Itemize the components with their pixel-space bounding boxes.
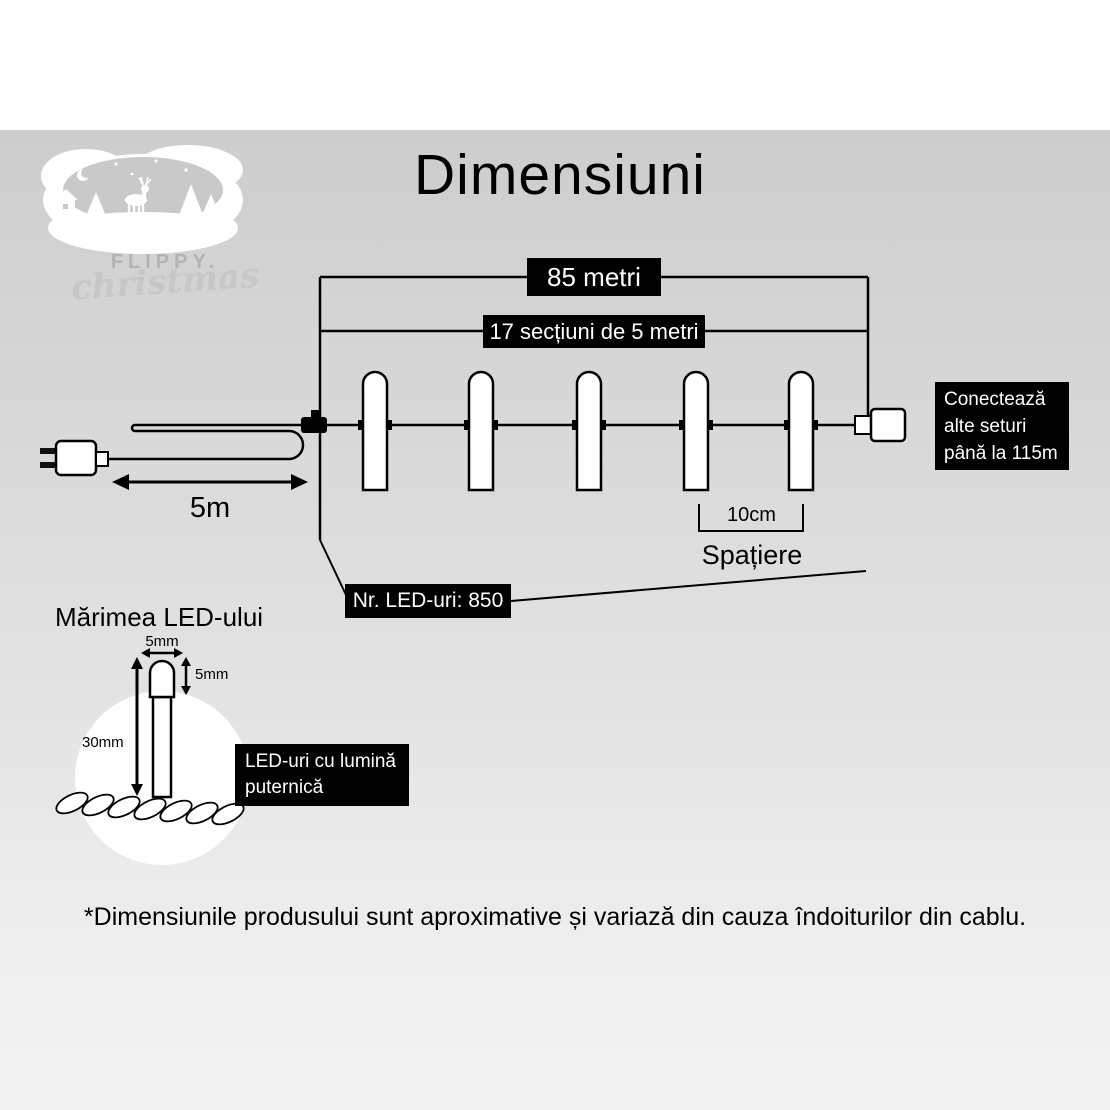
spacing-value-label: 10cm [727,504,776,526]
width-arrow [141,648,183,658]
connect-note-line: până la 115m [944,443,1058,464]
connect-note: Conectează alte seturi până la 115m [935,382,1069,470]
connect-note-line: Conectează [944,389,1046,410]
connect-note-line: alte seturi [944,416,1027,437]
page-title: Dimensiuni [414,143,706,207]
brand-logo-icon [41,145,243,254]
led-length-label: 30mm [82,734,124,751]
led-count-pointer-lines [319,539,867,602]
dome-height-arrow [181,657,191,695]
led-size-heading: Mărimea LED-ului [55,602,264,632]
brand-name: FLIPPY. [110,251,220,273]
led-bulb [784,370,818,492]
footer-disclaimer: *Dimensiunile produsului sunt aproximati… [83,903,1027,931]
led-detail-icon [148,659,176,799]
led-dome-height-label: 5mm [195,666,229,683]
total-length-label: 85 metri [527,258,661,296]
twisted-wire-icon [55,791,245,826]
lead-length-arrow [112,474,308,490]
deer-icon [125,176,152,216]
led-note: LED-uri cu lumină puternică [235,744,409,806]
led-bulb [358,370,392,492]
led-note-line: LED-uri cu lumină [245,751,396,772]
led-bulb [679,370,713,492]
led-note-line: puternică [245,777,324,798]
wire-connector-icon [301,410,327,433]
led-size-diagram [55,648,249,865]
sections-label: 17 secțiuni de 5 metri [483,315,705,348]
length-arrow [131,657,143,796]
power-plug-icon [40,439,109,477]
end-connector-icon [854,407,907,443]
power-cable [108,423,305,461]
led-bulb [464,370,498,492]
spacing-label: Spațiere [701,540,803,570]
led-width-label: 5mm [145,633,179,650]
led-bulb [572,370,606,492]
lead-length-label: 5m [189,492,231,524]
led-bulbs [358,370,818,492]
spacing-bracket [698,504,804,532]
led-count-label: Nr. LED-uri: 850 [345,584,511,618]
